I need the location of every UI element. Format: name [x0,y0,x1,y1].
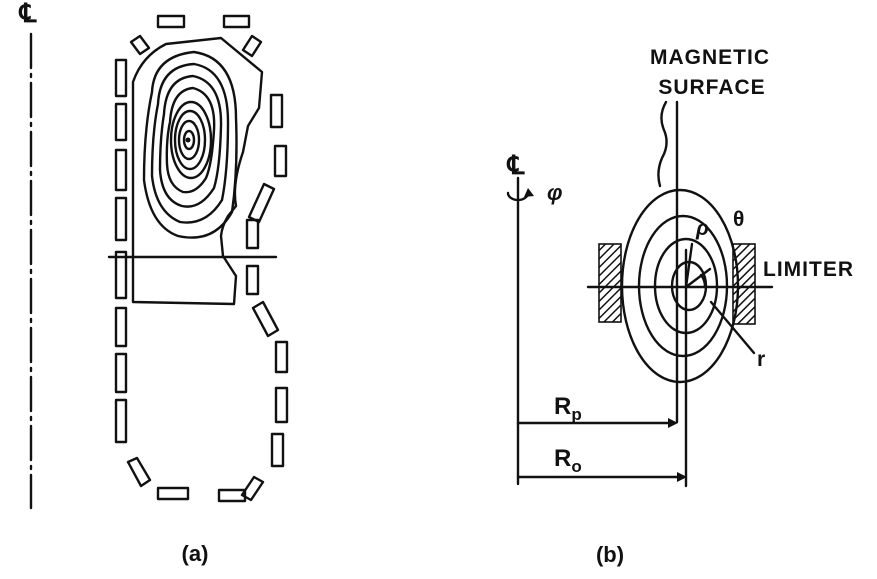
coil-segment [114,352,128,394]
rho-label: ρ [695,217,709,240]
ro-label: Ro [554,445,582,476]
rp-label-main: R [554,393,571,420]
coil-segment [273,144,288,178]
panel-a-centerline-symbol: ℄ [19,0,38,28]
rp-arrowhead [668,418,678,428]
panel-b-caption: (b) [596,542,624,567]
flux-contour [142,50,238,239]
coil-segment [156,14,186,29]
coil-segment [241,34,263,58]
limiter-right [732,243,756,325]
coil-segment [222,14,251,29]
magnetic-surface-label-line1: MAGNETIC [650,46,770,69]
panel-b: ℄ φ MAGNETIC SURFACE ρ θ LIMITER [507,46,854,567]
flux-contours [142,50,238,239]
panel-a-caption: (a) [182,541,209,566]
flux-contour [165,86,216,194]
coil-segment [114,398,128,444]
flux-contour [150,62,230,224]
coil-segment [126,456,152,488]
flux-contour [158,74,223,208]
coil-segment [114,58,128,98]
theta-angle-arc [699,273,707,289]
coil-segment [114,102,128,142]
vessel-coils [114,14,289,503]
coil-segment [245,218,260,250]
coil-segment [114,196,128,242]
theta-label: θ [733,208,744,231]
coil-segment [156,486,190,501]
coil-segment [247,182,276,224]
panel-a: ℄ [19,0,289,566]
coil-segment [274,386,289,424]
coil-segment [274,340,289,374]
coil-segment [269,93,284,129]
magnetic-surface-label-line2: SURFACE [658,76,765,99]
coil-segment [245,264,260,296]
phi-label: φ [547,180,562,205]
coil-segment [251,300,280,338]
ro-arrowhead [677,472,687,482]
coil-segment [114,306,128,348]
rp-label-subscript: p [571,405,581,424]
coil-segment [240,475,265,502]
r-label: r [757,348,765,371]
coil-segment [129,34,151,56]
coil-segment [270,432,285,468]
limiter-label: LIMITER [763,258,854,281]
flux-contour [169,100,213,180]
rp-label: Rp [554,393,582,424]
magnetic-surface-leader [657,100,668,188]
rotation-arrowhead [524,188,534,197]
r-leader-line [709,300,756,355]
theta-angle-line [684,267,712,289]
limiter-left [598,243,622,323]
ro-label-main: R [554,445,571,472]
flux-contour [182,129,196,151]
panel-b-centerline-symbol: ℄ [507,150,526,180]
flux-contour [173,109,207,171]
coil-segment [114,250,128,300]
magnetic-axis-dot [185,137,191,143]
coil-segment [114,148,128,192]
ro-label-subscript: o [571,457,581,476]
rho-radius-line [684,242,694,289]
flux-contour [177,119,201,161]
